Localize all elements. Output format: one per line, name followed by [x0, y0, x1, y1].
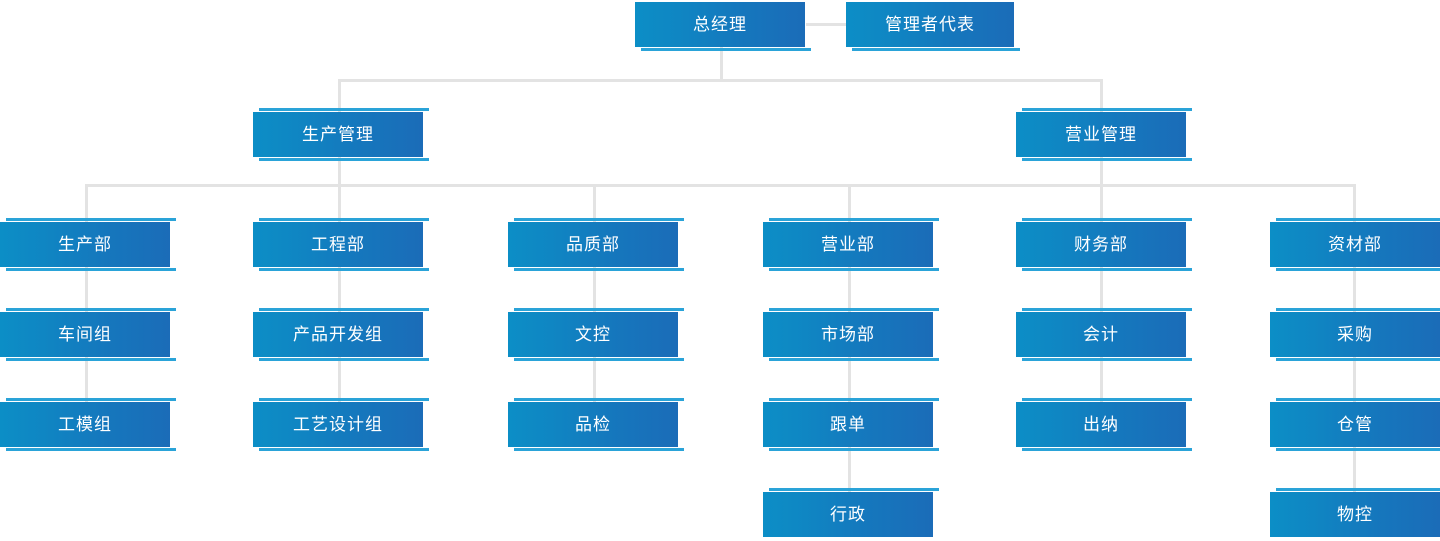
node-purchasing[interactable]: 采购 [1270, 308, 1440, 361]
node-workshop-team[interactable]: 车间组 [0, 308, 176, 361]
node-process-design-team[interactable]: 工艺设计组 [253, 398, 429, 451]
connector-col3-r3-r4 [593, 267, 596, 312]
node-label: 会计 [1083, 325, 1119, 344]
connector-production-mgmt-down [338, 157, 341, 186]
node-label: 出纳 [1083, 415, 1119, 434]
connector-col6-r3-r4 [1353, 267, 1356, 312]
node-label: 生产管理 [302, 125, 374, 144]
node-label: 资材部 [1328, 235, 1382, 254]
node-label: 仓管 [1337, 415, 1373, 434]
node-label: 车间组 [58, 325, 112, 344]
connector-col1-r3-r4 [85, 267, 88, 312]
node-label: 物控 [1337, 505, 1373, 524]
node-label: 总经理 [693, 15, 747, 34]
node-label: 工程部 [311, 235, 365, 254]
node-label: 营业部 [821, 235, 875, 254]
node-label: 工模组 [58, 415, 112, 434]
node-production-dept[interactable]: 生产部 [0, 218, 176, 271]
connector-bus-to-sales-mgmt [1100, 79, 1103, 112]
connector-col4-r5-r6 [848, 447, 851, 492]
connector-gm-down [720, 47, 723, 81]
node-cashier[interactable]: 出纳 [1016, 398, 1192, 451]
connector-col4-r3-r4 [848, 267, 851, 312]
node-production-management[interactable]: 生产管理 [253, 108, 429, 161]
node-sales-dept[interactable]: 营业部 [763, 218, 939, 271]
node-materials-dept[interactable]: 资材部 [1270, 218, 1440, 271]
connector-bus-to-dept-5 [1100, 184, 1103, 222]
connector-gm-to-management-rep [806, 23, 854, 26]
connector-col2-r4-r5 [338, 357, 341, 402]
connector-division-bus [338, 79, 1103, 82]
node-label: 营业管理 [1065, 125, 1137, 144]
node-general-manager[interactable]: 总经理 [635, 2, 811, 51]
node-document-control[interactable]: 文控 [508, 308, 684, 361]
node-label: 工艺设计组 [293, 415, 383, 434]
node-sales-management[interactable]: 营业管理 [1016, 108, 1192, 161]
node-label: 文控 [575, 325, 611, 344]
connector-bus-to-production-mgmt [338, 79, 341, 112]
node-finance-dept[interactable]: 财务部 [1016, 218, 1192, 271]
connector-col5-r4-r5 [1100, 357, 1103, 402]
node-order-follow-up[interactable]: 跟单 [763, 398, 939, 451]
node-quality-dept[interactable]: 品质部 [508, 218, 684, 271]
connector-col4-r4-r5 [848, 357, 851, 402]
connector-department-bus [85, 184, 1356, 187]
node-label: 市场部 [821, 325, 875, 344]
connector-col3-r4-r5 [593, 357, 596, 402]
node-management-rep[interactable]: 管理者代表 [846, 2, 1020, 51]
node-label: 产品开发组 [293, 325, 383, 344]
node-label: 生产部 [58, 235, 112, 254]
node-label: 行政 [830, 505, 866, 524]
node-material-control[interactable]: 物控 [1270, 488, 1440, 537]
connector-bus-to-dept-6 [1353, 184, 1356, 222]
node-accounting[interactable]: 会计 [1016, 308, 1192, 361]
node-warehouse-management[interactable]: 仓管 [1270, 398, 1440, 451]
node-marketing-dept[interactable]: 市场部 [763, 308, 939, 361]
connector-bus-to-dept-4 [848, 184, 851, 222]
node-label: 财务部 [1074, 235, 1128, 254]
connector-col6-r4-r5 [1353, 357, 1356, 402]
node-quality-inspection[interactable]: 品检 [508, 398, 684, 451]
connector-bus-to-dept-2 [338, 184, 341, 222]
connector-bus-to-dept-1 [85, 184, 88, 222]
node-tooling-team[interactable]: 工模组 [0, 398, 176, 451]
connector-col1-r4-r5 [85, 357, 88, 402]
node-product-development-team[interactable]: 产品开发组 [253, 308, 429, 361]
connector-col6-r5-r6 [1353, 447, 1356, 492]
connector-col5-r3-r4 [1100, 267, 1103, 312]
node-administration[interactable]: 行政 [763, 488, 939, 537]
node-label: 采购 [1337, 325, 1373, 344]
connector-col2-r3-r4 [338, 267, 341, 312]
node-label: 品质部 [566, 235, 620, 254]
node-label: 管理者代表 [885, 15, 975, 34]
connector-sales-mgmt-down [1100, 157, 1103, 186]
node-label: 跟单 [830, 415, 866, 434]
node-label: 品检 [575, 415, 611, 434]
node-engineering-dept[interactable]: 工程部 [253, 218, 429, 271]
connector-bus-to-dept-3 [593, 184, 596, 222]
